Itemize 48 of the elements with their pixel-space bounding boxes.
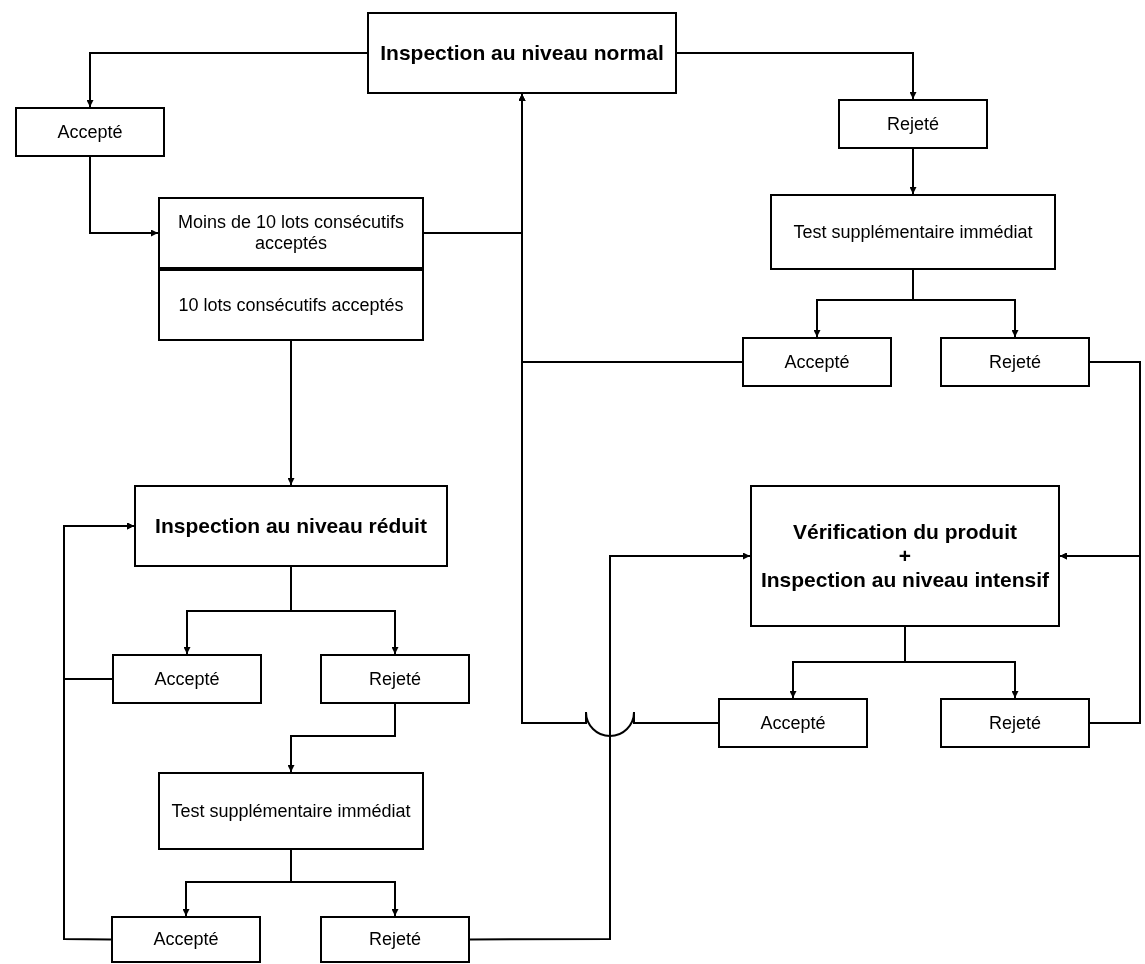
box-label: Rejeté <box>989 351 1041 373</box>
process-box <box>158 197 424 269</box>
box-label: Accepté <box>154 668 220 690</box>
arrow <box>469 552 751 941</box>
process-box <box>750 485 1060 627</box>
process-box <box>320 916 470 963</box>
process-box <box>111 916 261 963</box>
process-box <box>320 654 470 704</box>
box-label: Rejeté <box>369 929 421 950</box>
box-label: Test supplémentaire immédiat <box>171 800 411 822</box>
arrow <box>287 703 396 773</box>
box-label: Rejeté <box>989 712 1041 734</box>
box-label: 10 lots consécutifs acceptés <box>178 294 404 316</box>
arrow <box>63 522 135 941</box>
box-label: Inspection au niveau intensif <box>760 568 1050 592</box>
process-box <box>838 99 988 149</box>
process-box <box>770 194 1056 270</box>
process-box <box>158 772 424 850</box>
process-box <box>112 654 262 704</box>
box-label: Accepté <box>784 351 850 373</box>
box-label: Accepté <box>760 712 826 734</box>
box-label: Test supplémentaire immédiat <box>793 221 1033 243</box>
box-label: Accepté <box>153 929 219 950</box>
arrow <box>912 269 1019 338</box>
arrow <box>89 156 159 237</box>
arrow <box>86 52 368 108</box>
arrow <box>518 93 719 737</box>
process-box <box>718 698 868 748</box>
process-box <box>742 337 892 387</box>
process-box <box>940 698 1090 748</box>
arrow <box>676 52 917 100</box>
box-label: Inspection au niveau normal <box>380 41 664 65</box>
arrow <box>909 148 917 195</box>
box-label: Rejeté <box>887 113 939 135</box>
arrow <box>1059 552 1141 724</box>
process-box <box>158 269 424 341</box>
box-label: Inspection au niveau réduit <box>155 514 427 538</box>
process-box <box>15 107 165 157</box>
process-box <box>367 12 677 94</box>
arrow <box>904 626 1019 699</box>
box-label: Vérification du produit <box>793 520 1017 544</box>
box-label: Moins de 10 lots consécutifs acceptés <box>176 212 406 254</box>
process-box <box>940 337 1090 387</box>
process-box <box>134 485 448 567</box>
box-label: Rejeté <box>369 668 421 690</box>
box-label: + <box>898 544 912 568</box>
box-label: Accepté <box>57 121 123 143</box>
arrow <box>287 340 295 486</box>
